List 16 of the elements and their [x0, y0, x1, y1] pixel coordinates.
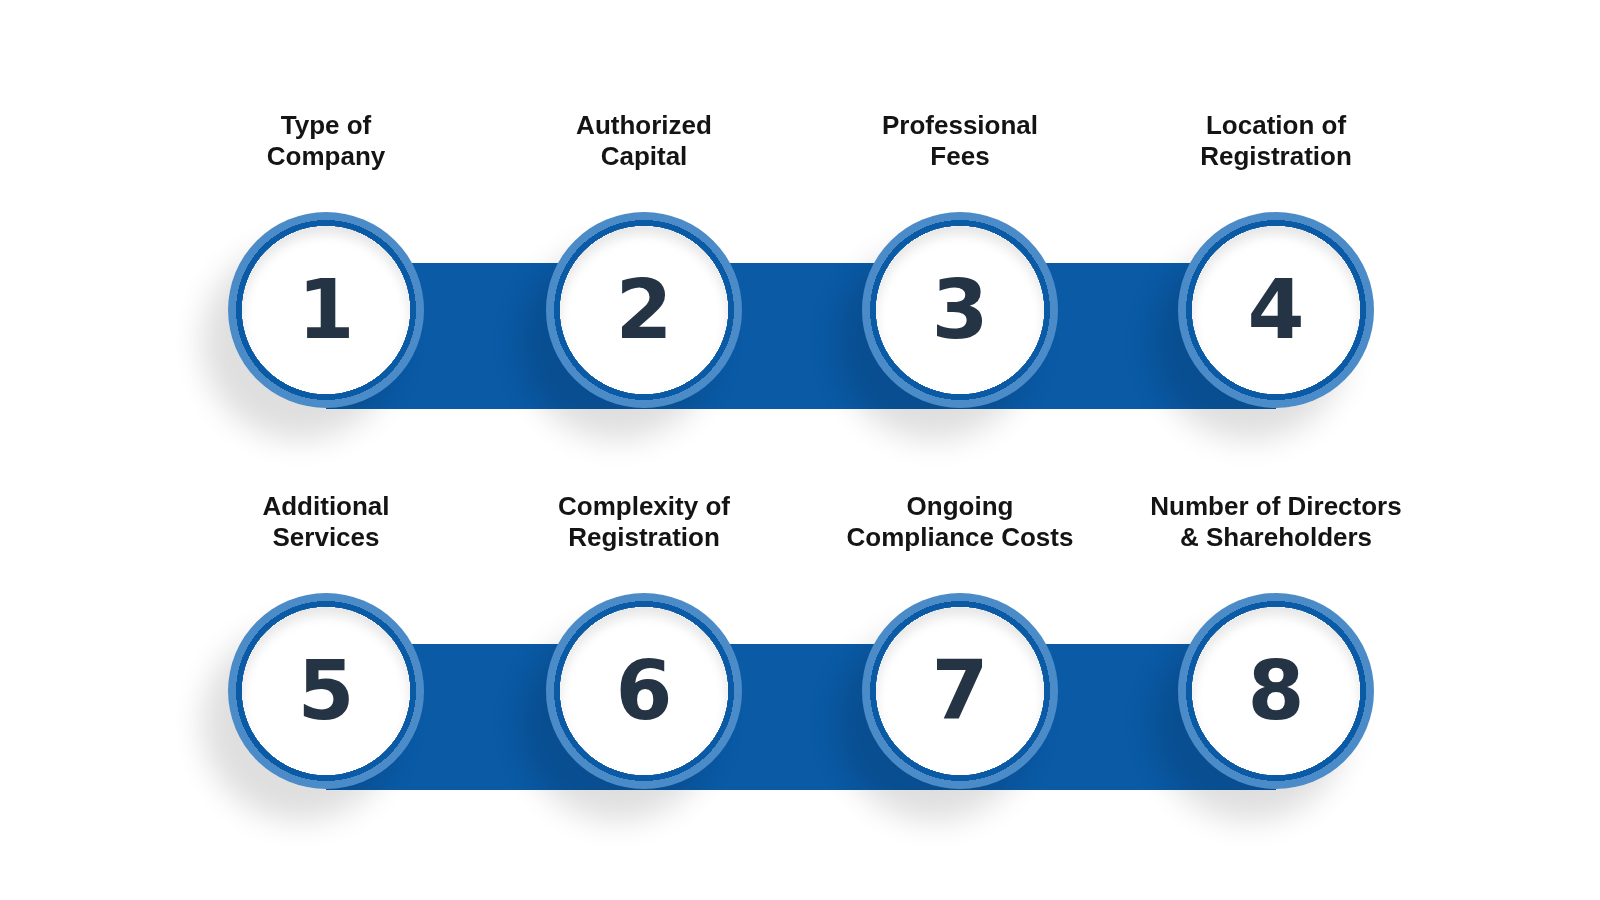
step-number: 1: [297, 269, 355, 351]
step-number: 8: [1247, 650, 1305, 732]
step-heading: Professional Fees: [880, 110, 1040, 172]
step-heading: Ongoing Compliance Costs: [845, 491, 1075, 553]
step-number: 6: [615, 650, 673, 732]
step-number: 2: [615, 269, 673, 351]
step-number: 3: [931, 269, 989, 351]
step-heading: Number of Directors & Shareholders: [1149, 491, 1403, 553]
step-heading: Additional Services: [261, 491, 391, 553]
step-heading: Authorized Capital: [575, 110, 713, 172]
step-heading: Type of Company: [265, 110, 387, 172]
step-heading: Location of Registration: [1199, 110, 1353, 172]
step-heading: Complexity of Registration: [557, 491, 731, 553]
step-number: 4: [1247, 269, 1305, 351]
step-number: 7: [931, 650, 989, 732]
step-number: 5: [297, 650, 355, 732]
